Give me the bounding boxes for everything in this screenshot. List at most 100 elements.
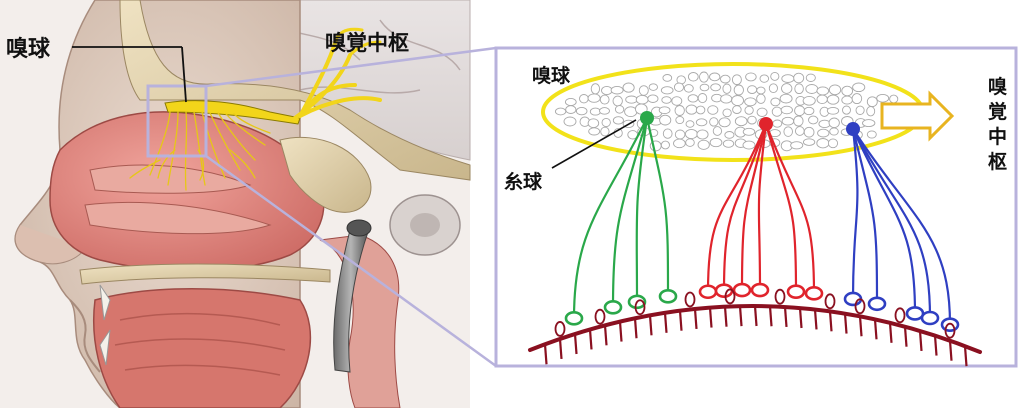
bulb-cell <box>862 119 876 128</box>
bulb-cell <box>722 108 732 118</box>
bulb-cell <box>687 94 699 103</box>
bulb-cell <box>601 117 611 128</box>
support-cell <box>774 288 786 305</box>
support-cell <box>894 307 906 324</box>
bulb-cell <box>610 85 624 95</box>
bulb-cell <box>660 140 670 150</box>
bulb-cell <box>685 120 695 128</box>
epithelium-cell <box>933 335 938 356</box>
bulb-cell <box>612 116 624 125</box>
epithelium-cell <box>873 319 878 340</box>
head-cross-section: 嗅球 嗅覚中枢 <box>0 0 497 408</box>
bulb-cell <box>826 106 840 115</box>
inset-panel: 嗅球 糸球 嗅 覚 中 枢 <box>494 46 1018 368</box>
bulb-cell <box>579 94 589 104</box>
bulb-cell <box>759 74 770 83</box>
olfactory-tract <box>293 38 382 120</box>
bulb-cell <box>599 94 610 105</box>
bulb-cell <box>709 117 719 127</box>
bulb-cell <box>675 115 685 125</box>
label-olfactory-bulb: 嗅球 <box>6 36 51 62</box>
bulb-cell <box>770 71 780 81</box>
red-neuron-cell-body <box>750 282 770 298</box>
bulb-cell <box>587 118 600 129</box>
bulb-cell <box>855 105 865 115</box>
green-neuron-axon <box>572 117 648 319</box>
bulb-cell <box>731 95 745 106</box>
bulb-cell <box>648 83 658 91</box>
tongue-muscle-lines <box>114 312 286 376</box>
bulb-cell <box>744 105 754 115</box>
epithelium-cell <box>573 333 578 355</box>
bulb-cell <box>866 130 877 139</box>
bulb-cell <box>756 86 766 95</box>
blue-neuron-axon <box>852 128 932 319</box>
ear-canal <box>410 213 440 237</box>
bulb-cell <box>793 72 805 84</box>
bulb-cell <box>889 94 899 104</box>
bulb-cell <box>707 105 719 115</box>
epithelium-cell <box>753 305 758 327</box>
bulb-cell <box>770 97 781 107</box>
support-cell <box>594 308 606 325</box>
bulb-cell <box>720 94 733 104</box>
bulb-cell <box>696 129 709 140</box>
bulb-cell <box>781 116 795 126</box>
bulb-cell <box>781 74 795 83</box>
bulb-cell <box>783 126 793 137</box>
green-neuron-cell-body <box>603 299 623 315</box>
bulb-cell <box>590 83 601 95</box>
bulb-cell <box>671 96 683 106</box>
bulb-cell <box>622 82 635 93</box>
blue-neuron-cell-body <box>940 317 960 332</box>
epithelium-cell <box>603 325 608 346</box>
red-neuron-axon <box>757 123 768 291</box>
bulb-cell <box>564 97 577 107</box>
red-neuron-cell-body <box>786 284 806 299</box>
bulb-cell <box>826 94 840 105</box>
blue-neuron-glomerulus <box>846 122 860 136</box>
bulb-cell <box>790 141 804 150</box>
blue-neuron-cell-body <box>905 306 925 321</box>
bulb-cell <box>816 86 830 96</box>
receptor-neurons <box>564 111 960 332</box>
bulb-cell <box>816 94 828 105</box>
epithelium-cell <box>813 309 818 330</box>
bulb-cell <box>756 93 766 104</box>
bulb-cell <box>661 96 672 104</box>
epithelium-cell <box>828 311 833 332</box>
blue-neuron-axon <box>851 128 859 299</box>
green-neuron-axon <box>645 117 670 297</box>
red-neuron-cell-body <box>698 284 718 300</box>
blue-neuron-axon <box>851 128 917 314</box>
bulb-cell <box>697 93 708 104</box>
blue-neuron-cell-body <box>867 296 887 312</box>
bulb-cell <box>841 95 853 105</box>
bulb-cell <box>563 116 577 127</box>
bulb-cell <box>747 115 757 125</box>
bulb-cell <box>722 139 735 148</box>
bulb-cell <box>803 126 815 138</box>
epithelium-cell <box>543 344 548 365</box>
epithelium-cell <box>768 306 773 327</box>
bulb-cell <box>805 84 819 94</box>
blue-neuron-axon <box>851 128 879 304</box>
green-neuron-cell-body <box>564 311 584 326</box>
epithelium-cell <box>723 306 728 327</box>
bulb-cell <box>575 106 588 116</box>
sphenoid-bone <box>279 136 372 213</box>
green-neuron-axon <box>611 117 649 308</box>
epithelium-cell <box>618 321 623 342</box>
bulb-cell <box>695 105 706 115</box>
olfactory-nerve-fibers <box>129 111 271 191</box>
epithelium-cell <box>798 307 803 329</box>
bulb-cell <box>866 106 876 117</box>
epithelium-cell <box>558 338 563 360</box>
bulb-cell <box>565 105 577 114</box>
epithelium-cell <box>918 330 923 352</box>
support-cell <box>944 322 956 339</box>
label-olfactory-center: 嗅覚中枢 <box>325 31 409 55</box>
bulb-cell <box>662 74 673 82</box>
bulb-cell <box>709 72 721 82</box>
glomerulus-leader-line <box>551 119 637 169</box>
